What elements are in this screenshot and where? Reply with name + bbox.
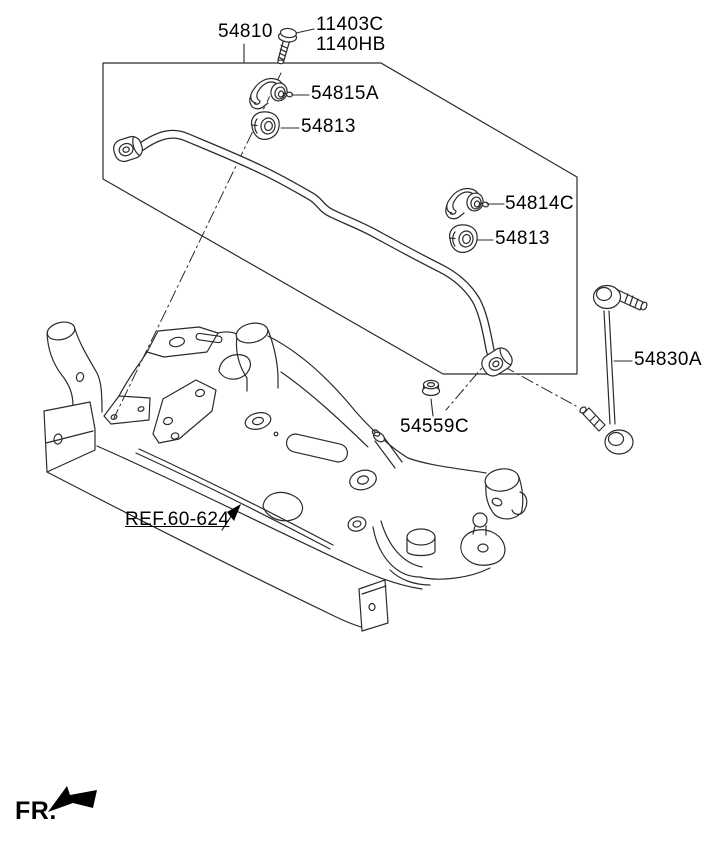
leader-lines (243, 28, 633, 417)
fr-direction-arrow (48, 786, 97, 812)
label-54810: 54810 (218, 21, 273, 42)
ref-leader-arrow (221, 504, 241, 531)
label-54559C: 54559C (400, 416, 469, 437)
bracket-54814C-drawing (445, 187, 490, 220)
stabilizer-link-drawing (579, 284, 648, 455)
label-54830A: 54830A (634, 349, 702, 370)
label-ref-60-624: REF.60-624 (125, 509, 230, 530)
label-fr: FR. (15, 797, 57, 825)
subframe-drawing (43, 321, 528, 632)
label-11403C: 11403C (316, 14, 384, 35)
label-54814C: 54814C (505, 193, 574, 214)
bushing-54813-left-drawing (250, 111, 280, 140)
bolt-drawing (277, 27, 298, 65)
label-54813-left: 54813 (301, 116, 356, 137)
bushing-54813-right-drawing (448, 224, 478, 253)
stabilizer-bar-drawing (113, 129, 513, 377)
assembly-box-outline (102, 62, 578, 375)
label-1140HB: 1140HB (316, 34, 386, 55)
bracket-54815A-drawing (249, 77, 294, 110)
nut-drawing (421, 379, 441, 397)
bar-left-eyelet (113, 135, 143, 163)
label-54813-right: 54813 (495, 228, 550, 249)
label-54815A: 54815A (311, 83, 379, 104)
bar-right-eyelet (481, 347, 513, 377)
